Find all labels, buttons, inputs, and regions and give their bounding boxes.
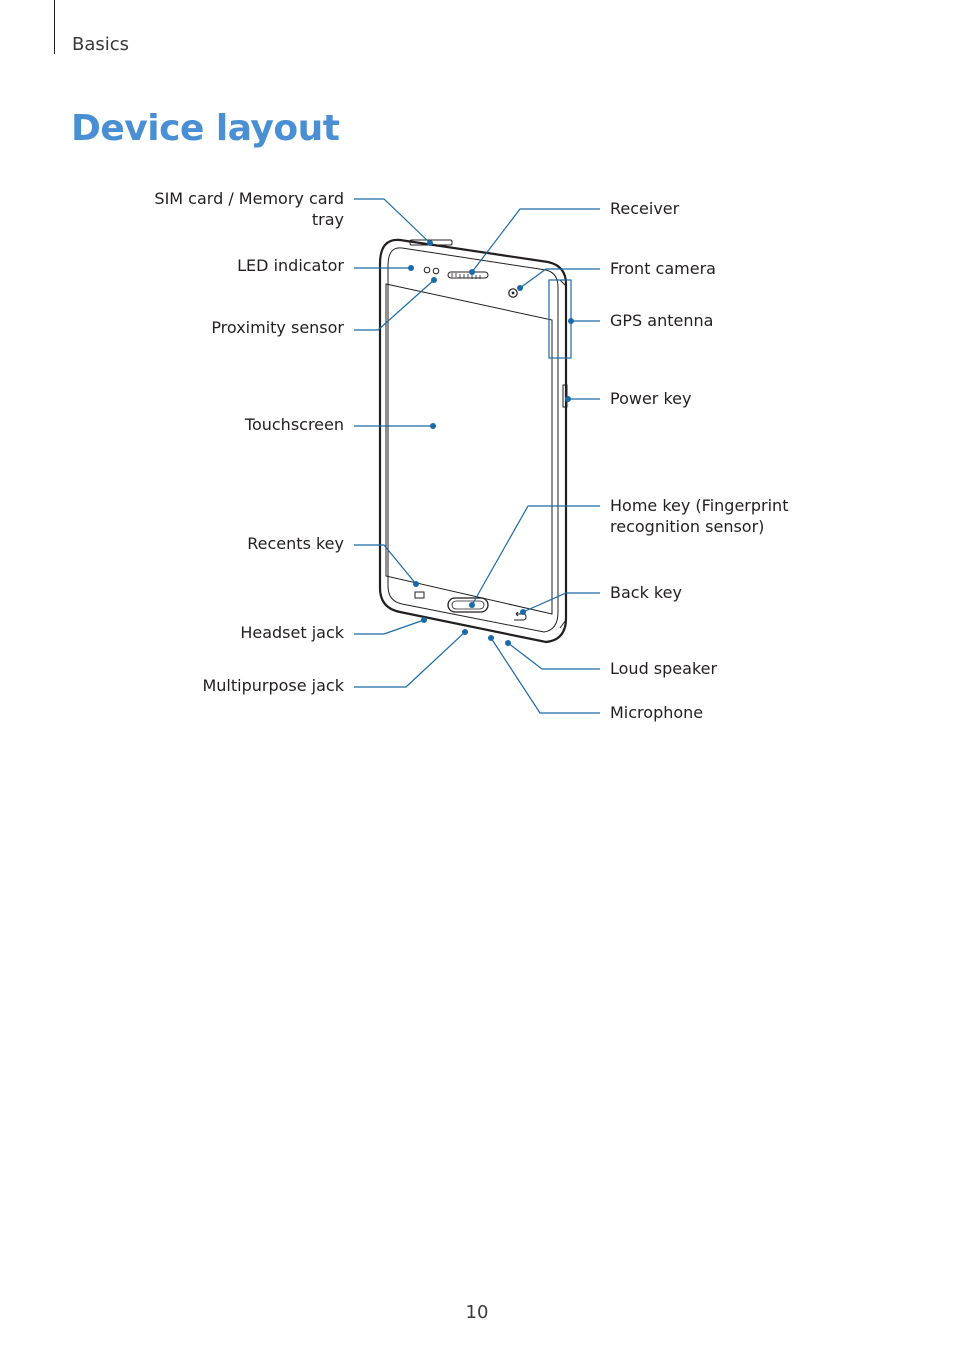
callout-microphone [490,637,600,714]
power-key-shape [562,384,568,408]
label-gps-antenna: GPS antenna [610,311,714,330]
screen-outline [385,283,553,615]
phone-illustration [378,238,568,644]
phone-edge-right [559,279,567,629]
label-power-key: Power key [610,389,692,408]
callout-headset [354,619,425,635]
label-home-key: Home key (Fingerprint recognition sensor… [610,495,788,537]
label-recents-key: Recents key [247,534,344,553]
home-key-inner [451,600,485,610]
camera-lens-icon [508,288,518,298]
page-title: Device layout [71,108,340,149]
callout-lines [354,198,600,714]
label-touchscreen: Touchscreen [244,415,344,434]
callout-back [522,592,600,613]
sensor-1-icon [423,266,431,274]
callout-dots [408,240,574,646]
callout-recents [354,544,417,585]
callout-multipurpose [354,631,466,688]
label-sim-tray-line1: SIM card / Memory card [154,189,344,208]
recents-key-icon [414,591,425,599]
callout-front-camera [519,268,600,289]
label-home-key-line1: Home key (Fingerprint [610,496,789,515]
callout-receiver [471,208,600,273]
label-multipurpose-jack: Multipurpose jack [202,676,344,695]
label-headset-jack: Headset jack [240,623,344,642]
phone-inner-frame [387,247,559,633]
callout-loud-speaker [507,642,600,670]
callout-sim-tray [354,198,431,244]
label-home-key-line2: recognition sensor) [610,517,765,536]
label-led-indicator: LED indicator [237,256,344,275]
label-receiver: Receiver [610,199,680,218]
label-front-camera: Front camera [610,259,716,278]
margin-rule [54,0,55,54]
label-sim-tray-line2: tray [311,210,344,229]
callout-proximity [354,279,435,331]
home-key-shape [447,597,489,613]
phone-outer-frame [378,238,568,644]
sensor-2-icon [432,267,440,275]
label-microphone: Microphone [610,703,704,722]
earpiece-dots [451,273,481,279]
label-loud-speaker: Loud speaker [610,659,718,678]
section-header: Basics [72,34,130,55]
label-back-key: Back key [610,583,682,602]
label-proximity-sensor: Proximity sensor [211,318,344,337]
callout-home [471,505,600,606]
page-number: 10 [465,1302,489,1323]
label-sim-tray: SIM card / Memory card tray [154,188,344,230]
